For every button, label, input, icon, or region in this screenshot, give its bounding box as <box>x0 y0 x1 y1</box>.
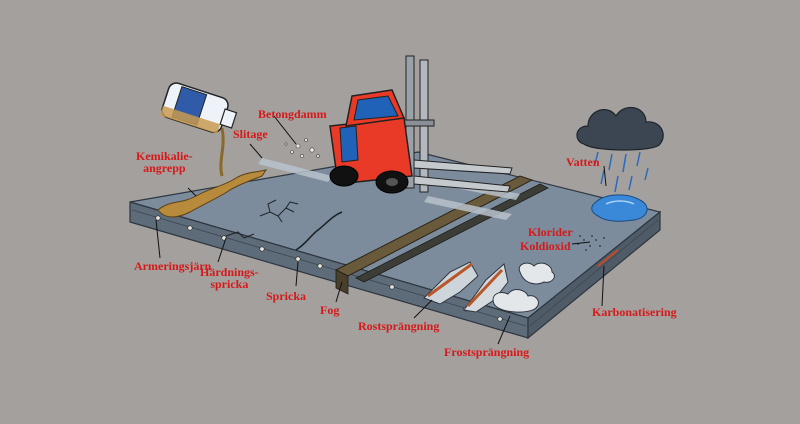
label-frostsprangning: Frostsprängning <box>444 345 530 359</box>
crack-line <box>295 211 343 251</box>
chemical-attack <box>157 127 268 218</box>
label-kemikalieangrepp: Kemikalie- angrepp <box>136 150 193 174</box>
label-spricka: Spricka <box>266 289 307 303</box>
rebar-line <box>131 209 527 327</box>
label-armeringsjarn: Armeringsjärn <box>134 259 212 273</box>
label-hardnings-line2: spricka <box>210 277 249 291</box>
hardening-crack <box>225 199 299 239</box>
label-betongdamm: Betongdamm <box>258 107 327 121</box>
label-vatten: Vatten <box>566 155 600 169</box>
forklift-icon <box>329 55 513 194</box>
label-rostsprangning: Rostsprängning <box>358 319 440 333</box>
label-hardnings-line1: Härdnings- <box>200 265 259 279</box>
rust-spalling <box>423 261 509 313</box>
label-kemikalie-line1: Kemikalie- <box>136 149 193 163</box>
concrete-dust <box>284 138 320 158</box>
label-karbonatisering: Karbonatisering <box>592 305 677 319</box>
leader-lines <box>155 115 607 345</box>
label-slitage: Slitage <box>233 127 268 141</box>
rain-cloud-icon <box>576 106 664 193</box>
label-klorider: Klorider <box>528 225 573 239</box>
label-koldioxid: Koldioxid <box>520 239 571 253</box>
label-hardningsspricka: Härdnings- spricka <box>200 266 259 290</box>
chemical-bottle-icon <box>160 82 238 134</box>
label-kemikalie-line2: angrepp <box>143 161 186 175</box>
frost-spalling <box>492 262 555 313</box>
label-fog: Fog <box>320 303 340 317</box>
water-puddle <box>591 194 648 222</box>
carbonation-line <box>597 249 619 267</box>
